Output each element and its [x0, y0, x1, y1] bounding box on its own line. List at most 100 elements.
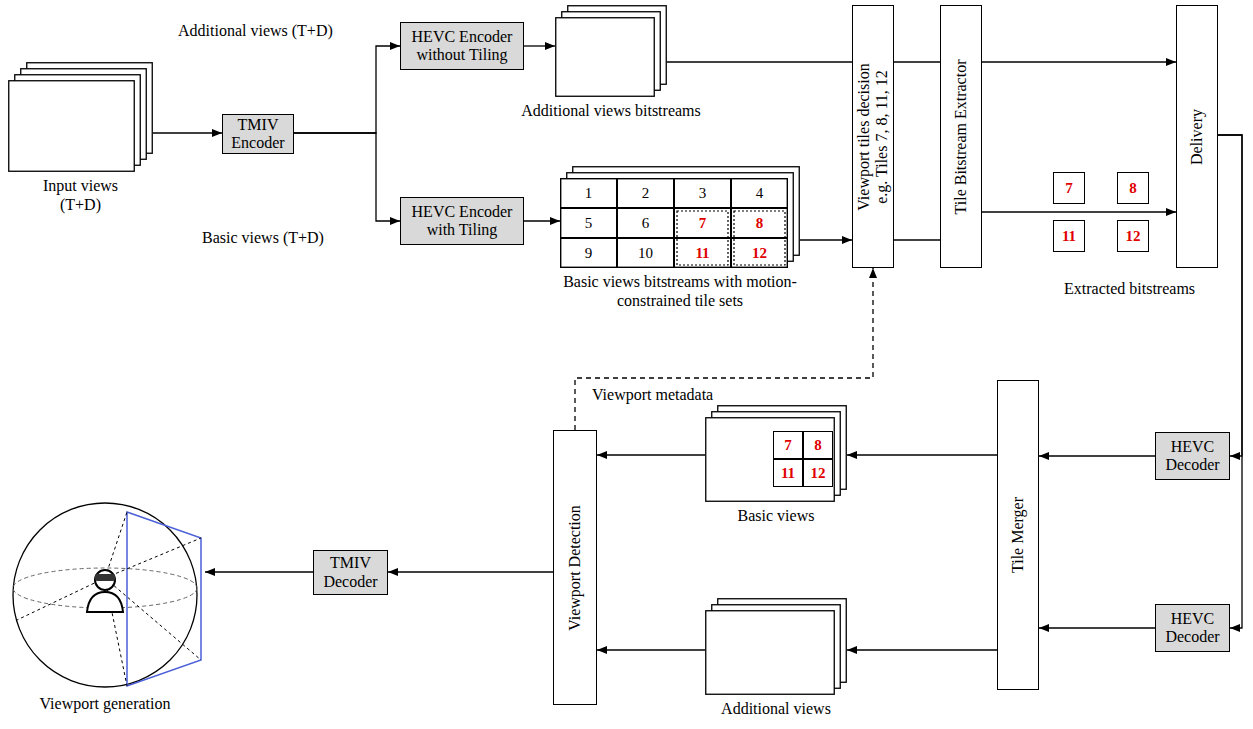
connector — [847, 454, 997, 455]
tile-box: 10 — [617, 238, 674, 268]
node-text: Viewport Detection — [566, 436, 584, 699]
node-text: Input views (T+D) — [31, 176, 131, 214]
connector — [597, 454, 705, 455]
rotated-label: Viewport tiles decisione.g. Tiles 7, 8, … — [855, 11, 890, 262]
node-text: 12 — [811, 465, 826, 482]
connector — [894, 61, 940, 62]
tile-box: 2 — [617, 178, 674, 208]
node-text: 3 — [699, 185, 707, 202]
connector — [982, 211, 1176, 212]
stack-sheet — [706, 611, 835, 695]
node-text: Viewport generation — [5, 694, 205, 713]
vertical-process-box: Viewport Detection — [553, 430, 597, 705]
node-text: 7 — [1065, 180, 1073, 197]
tile-box: 8 — [1117, 172, 1149, 204]
connector — [1218, 135, 1242, 456]
node-text: Basic views bitstreams with motion-const… — [555, 272, 805, 310]
stack-caption: Input views (T+D) — [31, 176, 131, 214]
stack-sheet — [706, 418, 835, 502]
tile-box: 12 — [803, 459, 833, 487]
vertical-process-box: Viewport tiles decisione.g. Tiles 7, 8, … — [852, 5, 894, 268]
process-box: HEVC Decoder — [1155, 604, 1230, 652]
stack-outline — [8, 62, 153, 172]
node-text: HEVC Encoder with Tiling — [405, 203, 519, 240]
connector — [388, 571, 553, 572]
connector — [894, 239, 940, 240]
connector — [153, 132, 222, 133]
node-text: Additional views — [696, 699, 856, 718]
stack-sheet — [561, 179, 788, 268]
rotated-label: Delivery — [1188, 11, 1206, 262]
edge-label: Additional views (T+D) — [176, 22, 335, 40]
node-text: 11 — [695, 245, 709, 262]
vertical-process-box: Delivery — [1176, 5, 1218, 268]
tile-box: 11 — [1053, 220, 1085, 252]
connector — [524, 220, 560, 221]
free-label: Extracted bitstreams — [1062, 280, 1197, 298]
edge-label: Basic views (T+D) — [200, 229, 326, 247]
process-box: TMIV Encoder — [222, 114, 294, 154]
process-box: TMIV Decoder — [313, 550, 388, 595]
stack-caption: Additional views bitstreams — [491, 101, 731, 120]
viewport-plane — [127, 512, 201, 686]
node-text: 7 — [784, 437, 792, 454]
node-text: Basic views — [706, 506, 846, 525]
view-stack: Additional views bitstreams — [555, 5, 667, 97]
node-text: 1 — [585, 185, 593, 202]
stack-sheet — [9, 81, 135, 172]
tile-box: 7 — [1053, 172, 1085, 204]
stack-caption: Additional views — [696, 699, 856, 718]
tile-box: 3 — [674, 178, 731, 208]
node-text: 11 — [781, 465, 795, 482]
headset — [95, 574, 115, 581]
node-text: TMIV Decoder — [318, 554, 383, 591]
vertical-process-box: Tile Merger — [997, 380, 1039, 690]
connector — [1218, 135, 1242, 628]
tile-box: 5 — [560, 208, 617, 238]
tile-box: 9 — [560, 238, 617, 268]
sphere-caption: Viewport generation — [5, 694, 205, 713]
view-stack: Basic views781112 — [705, 405, 847, 502]
connector — [597, 649, 705, 650]
connector — [524, 45, 555, 46]
stack-outline — [705, 598, 847, 695]
stack-outline — [555, 5, 667, 97]
vertical-process-box: Tile Bitstream Extractor — [940, 5, 982, 268]
node-text: 10 — [638, 245, 653, 262]
tile-box: 12 — [731, 238, 788, 268]
connector — [294, 46, 400, 133]
node-text: 12 — [752, 245, 767, 262]
tile-box: 6 — [617, 208, 674, 238]
node-text: HEVC Decoder — [1160, 438, 1225, 475]
node-text: 12 — [1126, 228, 1141, 245]
stack-sheet — [556, 18, 655, 97]
node-text: Additional views bitstreams — [491, 101, 731, 120]
tile-box: 7 — [773, 431, 803, 459]
edge-label: Viewport metadata — [590, 386, 715, 404]
view-stack: Additional views — [705, 598, 847, 695]
node-text: 4 — [756, 185, 764, 202]
process-box: HEVC Encoder with Tiling — [400, 197, 524, 245]
node-text: HEVC Encoder without Tiling — [405, 28, 519, 65]
viewer-body — [87, 592, 123, 612]
node-text: 2 — [642, 185, 650, 202]
stack-caption: Basic views bitstreams with motion-const… — [555, 272, 805, 310]
connector — [847, 649, 997, 650]
node-text: 6 — [642, 215, 650, 232]
tile-box: 8 — [731, 208, 788, 238]
tile-box: 12 — [1117, 220, 1149, 252]
process-box: HEVC Decoder — [1155, 432, 1230, 480]
node-text: 5 — [585, 215, 593, 232]
node-text: TMIV Encoder — [227, 116, 289, 153]
view-ray — [17, 512, 201, 686]
sphere-outline — [13, 503, 197, 687]
view-stack: Basic views bitstreams with motion-const… — [560, 166, 800, 268]
node-text: HEVC Decoder — [1160, 610, 1225, 647]
node-text: 11 — [1062, 228, 1076, 245]
node-text: 7 — [699, 215, 707, 232]
tile-box: 11 — [773, 459, 803, 487]
tile-box: 7 — [674, 208, 731, 238]
view-stack: Input views (T+D) — [8, 62, 153, 172]
node-text: Tile Bitstream Extractor — [952, 11, 970, 262]
